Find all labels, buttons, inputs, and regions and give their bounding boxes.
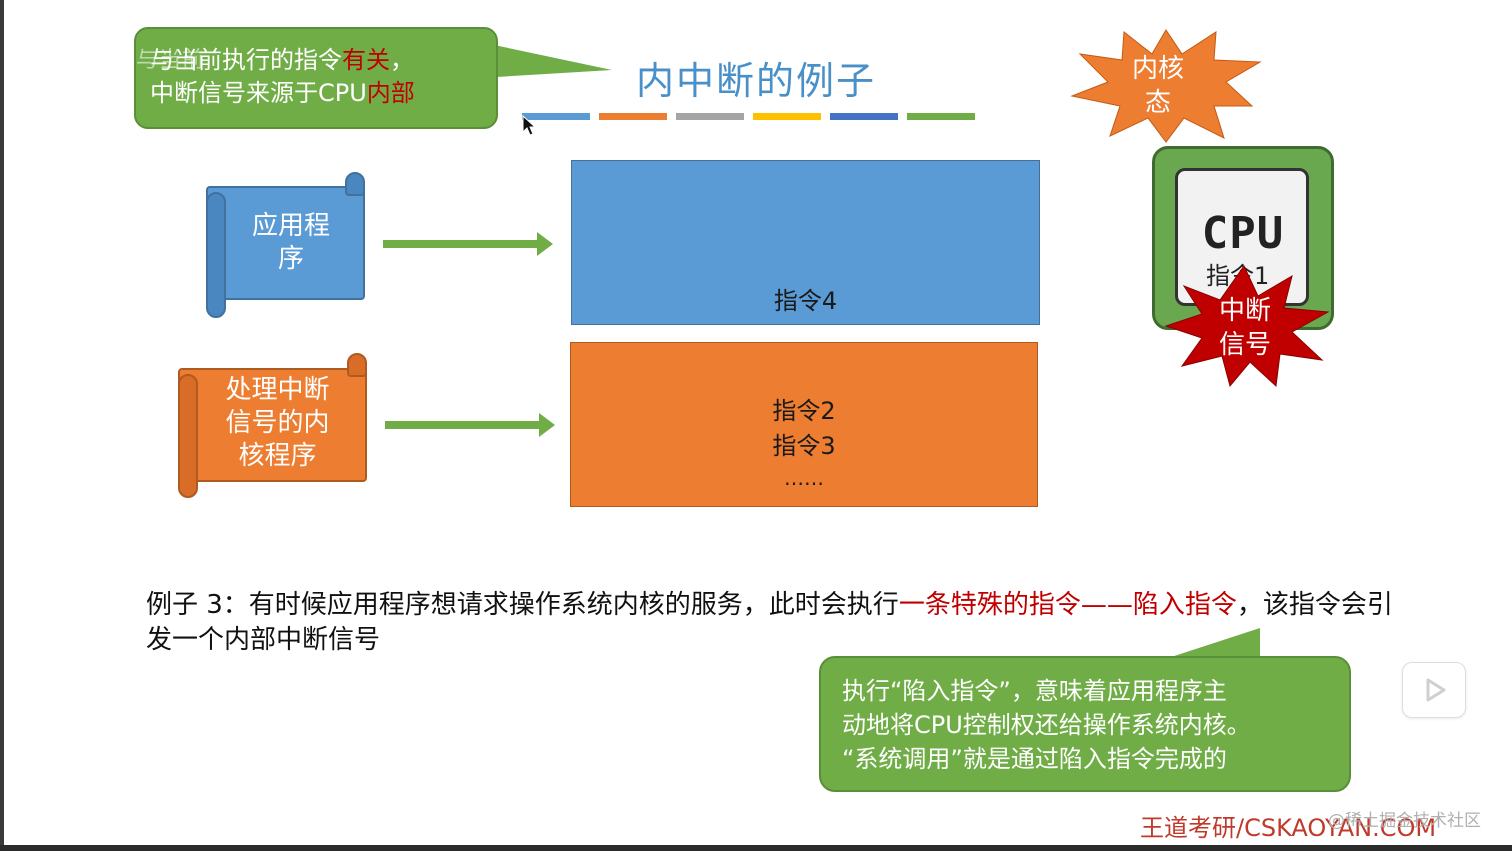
handler-label: 处理中断 信号的内 核程序	[205, 374, 350, 473]
kernel-mode-line2: 态	[1144, 88, 1171, 118]
handler-instruction-box	[570, 342, 1038, 507]
callout-bottom-line2: 动地将CPU控制权还给操作系统内核。	[842, 711, 1251, 739]
brand-footer: 王道考研/CSKAOYAN.COM	[1140, 814, 1437, 842]
example-text-prefix: 例子 3：有时候应用程序想请求操作系统内核的服务，此时会执行	[146, 590, 899, 620]
callout-bottom-line3: “系统调用”就是通过陷入指令完成的	[842, 745, 1227, 773]
instruction-4-label: 指令4	[773, 287, 838, 315]
interrupt-line1: 中断	[1218, 296, 1271, 326]
play-icon	[1426, 678, 1446, 702]
callout-top-line2: 中断信号来源于CPU	[150, 79, 367, 107]
callout-top-pointer	[480, 42, 612, 78]
interrupt-signal-burst	[1164, 265, 1330, 388]
callout-top-line1: 与当前执行的指令	[150, 46, 342, 74]
color-bar-segment	[753, 113, 821, 120]
handler-scroll	[178, 368, 367, 482]
app-program-scroll-top	[345, 172, 365, 196]
juejin-watermark: @稀土掘金技术社区	[1328, 811, 1481, 831]
callout-bottom	[819, 656, 1351, 792]
app-program-line2: 序	[277, 244, 304, 274]
window-frame-left	[0, 0, 4, 851]
color-bar-segment	[907, 113, 975, 120]
app-program-label: 应用程 序	[236, 210, 346, 276]
kernel-mode-label: 内核 态	[1118, 52, 1198, 120]
callout-bottom-pointer	[1162, 628, 1260, 660]
watermark-top: 王道论坛 与当前	[36, 48, 205, 73]
callout-top-line2-emphasis: 内部	[366, 79, 415, 107]
window-frame-bottom	[0, 845, 1512, 851]
handler-scroll-top	[347, 353, 367, 377]
handler-line3: 核程序	[238, 441, 317, 471]
interrupt-line2: 信号	[1218, 330, 1271, 360]
example-text-emphasis: 一条特殊的指令——陷入指令	[898, 590, 1237, 620]
handler-scroll-roll	[178, 374, 198, 498]
example-text-suffix: ，该指令会引发一个内部中断信号	[146, 590, 1393, 655]
color-bar-segment	[830, 113, 898, 120]
handler-line1: 处理中断	[225, 375, 330, 405]
color-bar-segment	[599, 113, 667, 120]
callout-top-line1-emphasis: 有关	[342, 46, 390, 74]
interrupt-signal-label: 中断 信号	[1205, 294, 1285, 362]
handler-line2: 信号的内	[225, 408, 330, 438]
example-paragraph: 例子 3：有时候应用程序想请求操作系统内核的服务，此时会执行一条特殊的指令——陷…	[146, 588, 1416, 658]
callout-bottom-line1: 执行“陷入指令”，意味着应用程序主	[842, 677, 1227, 705]
cursor-icon	[522, 115, 537, 136]
slide-title: 内中断的例子	[636, 59, 877, 103]
instruction-ellipsis: ……	[784, 466, 824, 490]
app-program-scroll	[206, 186, 365, 300]
kernel-mode-burst	[1070, 29, 1262, 143]
app-program-line1: 应用程	[251, 211, 330, 241]
cpu-label: CPU	[1201, 208, 1285, 259]
app-program-scroll-roll	[206, 192, 226, 318]
color-bar-segment	[522, 113, 590, 120]
play-button[interactable]	[1402, 662, 1466, 718]
instruction-3-label: 指令3	[772, 432, 836, 460]
color-bar-segment	[676, 113, 744, 120]
callout-bottom-text: 执行“陷入指令”，意味着应用程序主 动地将CPU控制权还给操作系统内核。 “系统…	[842, 674, 1342, 776]
callout-top	[134, 27, 498, 129]
kernel-mode-line1: 内核	[1131, 54, 1184, 84]
arrow-right-icon	[385, 413, 555, 437]
instruction-2-label: 指令2	[772, 397, 836, 425]
callout-top-text: 与当前执行的指令有关， 中断信号来源于CPU内部	[150, 44, 490, 110]
app-instruction-box	[571, 160, 1040, 325]
arrow-right-icon	[383, 232, 553, 256]
callout-top-line1-punct: ，	[390, 46, 414, 74]
